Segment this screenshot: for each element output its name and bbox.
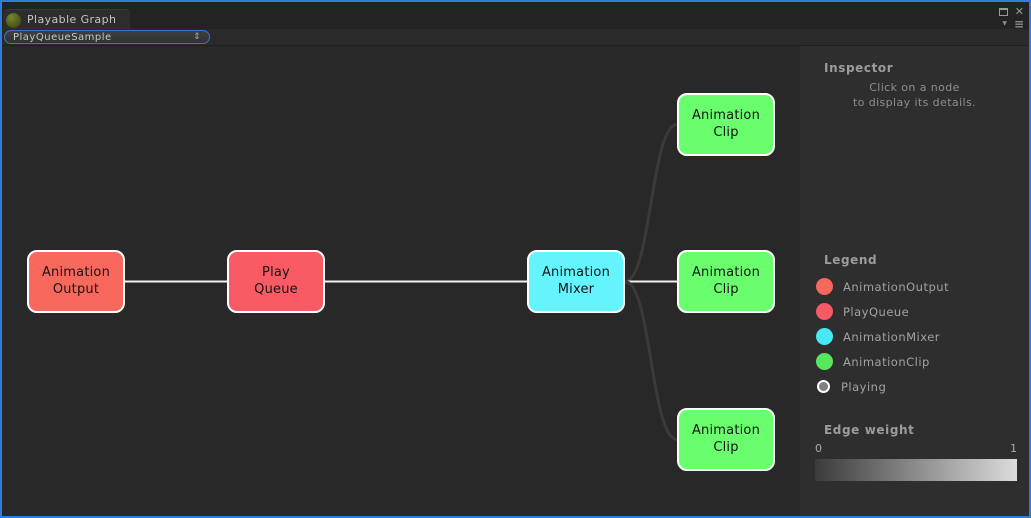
inspector-hint-line2: to display its details. [852, 95, 977, 109]
dropdown-arrows-icon: ⇕ [192, 31, 201, 42]
legend-item-playing: Playing [816, 374, 1021, 399]
node-label-line: Play [262, 265, 290, 281]
legend-dot-animation-mixer [816, 328, 833, 345]
close-icon[interactable]: ✕ [1014, 5, 1024, 18]
tab-bar: Playable Graph ✕ ▼ ≡ [2, 2, 1029, 31]
legend-label: PlayQueue [843, 304, 910, 319]
legend-title: Legend [824, 253, 878, 267]
pane-menu-triangle-icon[interactable]: ▼ [1002, 20, 1007, 27]
inspector-hint-line1: Click on a node [869, 81, 960, 94]
node-label-line: Animation [691, 265, 761, 281]
maximize-icon[interactable] [998, 7, 1008, 16]
edge-weight-labels: 0 1 [815, 442, 1017, 455]
node-label-line: Queue [254, 281, 298, 297]
tab-title: Playable Graph [27, 13, 117, 26]
legend-item-animation-clip: AnimationClip [816, 349, 1021, 374]
graph-edges [125, 123, 678, 441]
legend-item-animation-mixer: AnimationMixer [816, 324, 1021, 349]
legend-label: AnimationOutput [843, 279, 950, 294]
node-label-line: Animation [691, 423, 761, 439]
graph-edge-animation-mixer-to-animation-clip-top [624, 123, 678, 283]
inspector-panel: Inspector Click on a node to display its… [800, 46, 1029, 516]
node-label-line: Animation [541, 265, 611, 281]
tab-playable-graph[interactable]: Playable Graph [3, 9, 131, 29]
legend-dot-animation-clip [816, 353, 833, 370]
legend-label: AnimationMixer [843, 329, 941, 344]
edge-weight-max-label: 1 [1010, 442, 1017, 455]
node-label-line: Output [52, 281, 100, 297]
edge-weight-scale: 0 1 [815, 442, 1017, 481]
edge-weight-title: Edge weight [824, 423, 915, 437]
inspector-title: Inspector [824, 61, 894, 75]
node-label-line: Mixer [557, 281, 595, 297]
pane-menu-icon[interactable]: ≡ [1013, 17, 1024, 31]
legend-label: Playing [841, 379, 887, 394]
legend-dot-animation-output [816, 278, 833, 295]
legend-item-animation-output: AnimationOutput [816, 274, 1021, 299]
node-label-line: Animation [41, 265, 111, 281]
window-controls: ✕ ▼ ≡ [998, 5, 1024, 31]
inspector-hint: Click on a node to display its details. [800, 81, 1029, 111]
node-label-line: Clip [713, 439, 739, 455]
graph-selector-dropdown[interactable]: PlayQueueSample ⇕ [4, 30, 210, 44]
legend-dot-playing [817, 380, 830, 393]
edge-weight-min-label: 0 [815, 442, 822, 455]
toolbar: PlayQueueSample ⇕ [2, 29, 1029, 46]
legend-label: AnimationClip [843, 354, 930, 369]
legend-item-play-queue: PlayQueue [816, 299, 1021, 324]
edge-weight-gradient-bar [815, 459, 1017, 481]
node-label-line: Animation [691, 108, 761, 124]
legend-dot-play-queue [816, 303, 833, 320]
graph-edge-animation-mixer-to-animation-clip-bottom [624, 280, 678, 441]
playable-graph-icon [6, 13, 21, 28]
graph-selector-value: PlayQueueSample [13, 31, 112, 43]
node-label-line: Clip [713, 124, 739, 140]
node-label-line: Clip [713, 281, 739, 297]
